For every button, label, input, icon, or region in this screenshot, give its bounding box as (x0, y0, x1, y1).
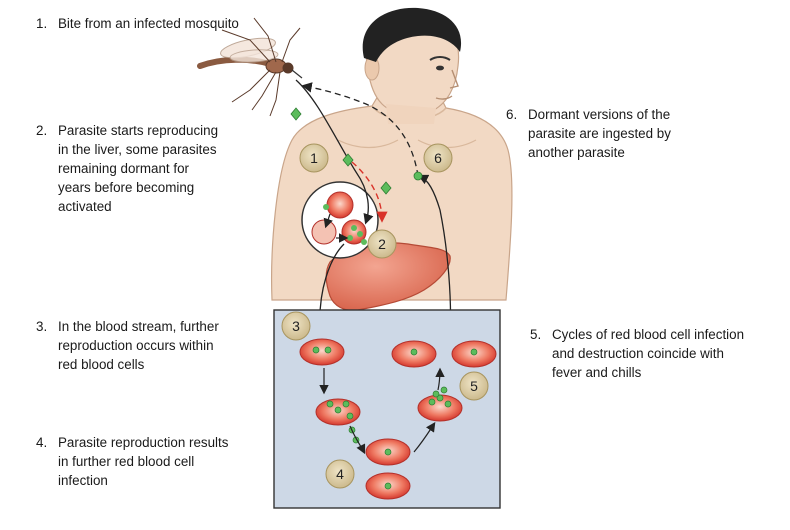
badge-3-label: 3 (292, 318, 300, 334)
badge-6-label: 6 (434, 150, 442, 166)
body-arrows (290, 79, 452, 337)
step-1-text: Bite from an infected mosquito (58, 16, 239, 31)
badge-1: 1 (299, 143, 329, 173)
badge-2: 2 (367, 229, 397, 259)
liver-cell-inset (301, 181, 379, 259)
badge-4-label: 4 (336, 466, 344, 482)
badge-2-label: 2 (378, 236, 386, 252)
step-6-text: Dormant versions of the parasite are ing… (528, 107, 671, 160)
step-2-number: 2. (36, 123, 48, 138)
step-1-number: 1. (36, 16, 48, 31)
step-4-caption: 4. Parasite reproduction results in furt… (36, 433, 276, 493)
badge-5: 5 (459, 371, 489, 401)
liver (325, 242, 451, 311)
step-2-caption: 2. Parasite starts reproducing in the li… (36, 121, 276, 221)
step-4-number: 4. (36, 435, 48, 450)
badge-1-label: 1 (310, 150, 318, 166)
step-3-text: In the blood stream, further reproductio… (58, 319, 219, 372)
step-5-text: Cycles of red blood cell infection and d… (552, 327, 745, 380)
mosquito (197, 17, 303, 117)
step-3-caption: 3. In the blood stream, further reproduc… (36, 317, 276, 377)
step-4-text: Parasite reproduction results in further… (58, 435, 229, 488)
blood-parasites (312, 346, 478, 490)
step-2-text: Parasite starts reproducing in the liver… (58, 123, 219, 214)
step-5-caption: 5. Cycles of red blood cell infection an… (530, 325, 780, 385)
badge-5-label: 5 (470, 378, 478, 394)
badge-6: 6 (423, 143, 453, 173)
blood-arrows (319, 367, 445, 455)
step-5-number: 5. (530, 327, 542, 342)
badge-4: 4 (325, 459, 355, 489)
step-6-caption: 6. Dormant versions of the parasite are … (506, 105, 766, 165)
step-1-caption: 1. Bite from an infected mosquito (36, 14, 296, 36)
step-3-number: 3. (36, 319, 48, 334)
step-6-number: 6. (506, 107, 518, 122)
badge-3: 3 (281, 311, 311, 341)
